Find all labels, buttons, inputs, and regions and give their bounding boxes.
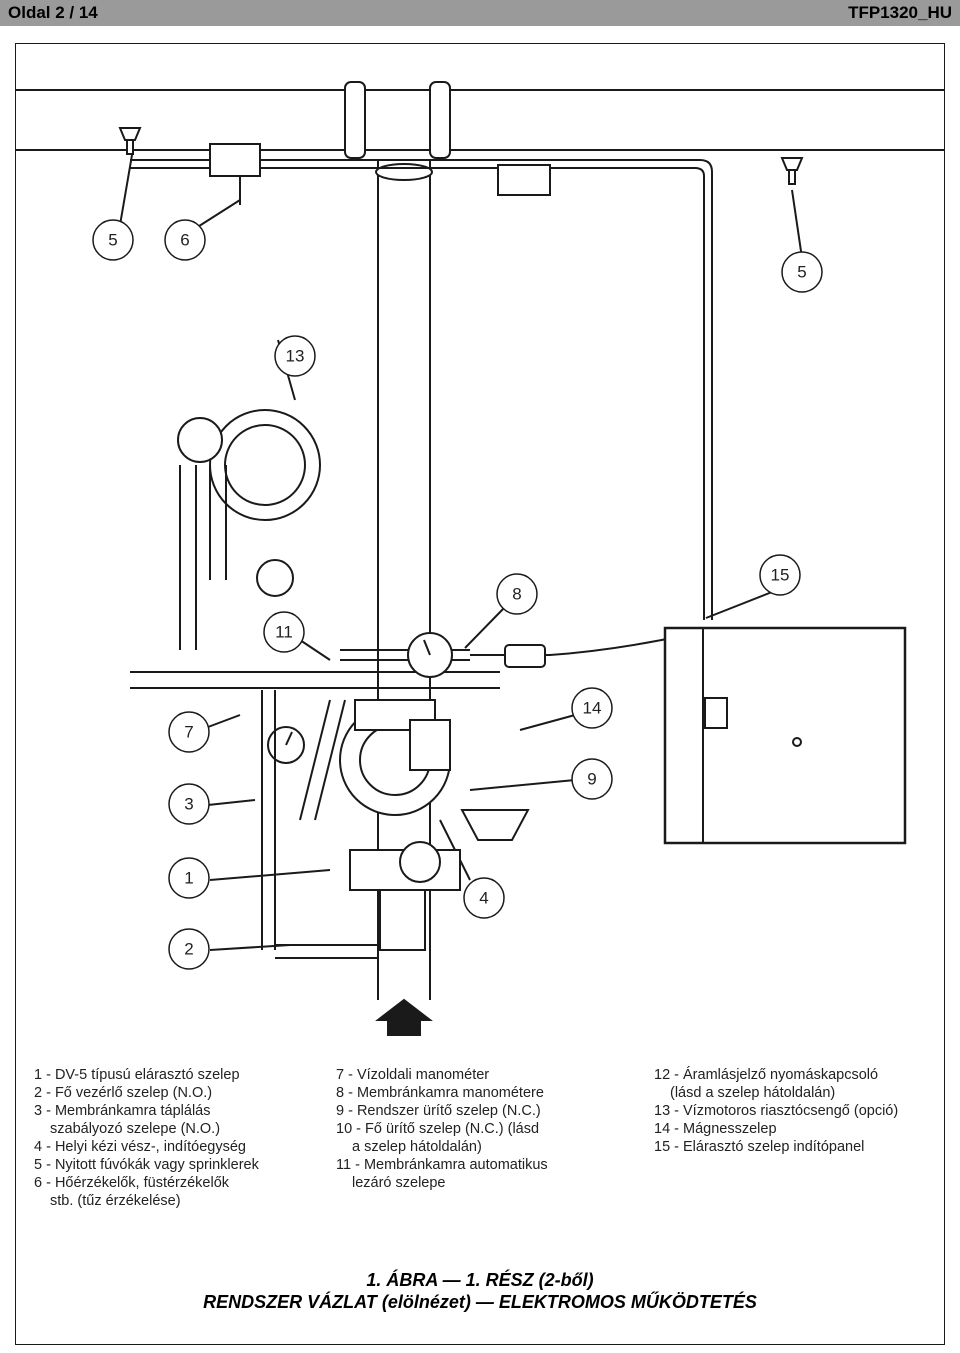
legend-item: 10 - Fő ürítő szelep (N.C.) (lásd [336, 1121, 540, 1137]
callout-8 [496, 573, 538, 615]
page-number: Oldal 2 / 14 [8, 3, 98, 22]
overhead-pipe [15, 89, 945, 151]
pipe-coupling-left [344, 81, 366, 159]
callout-9-label: 9 [587, 770, 596, 789]
callout-1 [168, 857, 210, 899]
callout-8-label: 8 [512, 585, 521, 604]
callout-6 [164, 219, 206, 261]
sprinkler-head-left [118, 127, 142, 141]
solenoid-valve [504, 644, 546, 668]
legend-item: stb. (tűz érzékelése) [50, 1193, 181, 1209]
system-diagram: 5 6 5 13 8 15 11 7 14 3 9 1 4 2 [15, 81, 945, 1036]
detector-line [130, 159, 713, 620]
legend-item: 9 - Rendszer ürítő szelep (N.C.) [336, 1103, 541, 1119]
callout-1-label: 1 [184, 869, 193, 888]
callout-11 [263, 611, 305, 653]
figure-caption-subtitle: RENDSZER VÁZLAT (elölnézet) — ELEKTROMOS… [203, 1292, 757, 1312]
legend-item: 12 - Áramlásjelző nyomáskapcsoló [654, 1067, 879, 1083]
legend-item: 4 - Helyi kézi vész-, indítóegység [34, 1139, 246, 1155]
release-panel [663, 626, 907, 845]
callout-2 [168, 928, 210, 970]
callout-14-label: 14 [583, 699, 602, 718]
legend-item: 7 - Vízoldali manométer [336, 1067, 490, 1083]
legend-item: a szelep hátoldalán) [352, 1139, 482, 1155]
callout-9 [571, 758, 613, 800]
legend-item: 11 - Membránkamra automatikus [336, 1157, 548, 1173]
legend-item: 14 - Mágnesszelep [654, 1121, 777, 1137]
legend-item: 2 - Fő vezérlő szelep (N.O.) [34, 1085, 213, 1101]
legend-item: 13 - Vízmotoros riasztócsengő (opció) [654, 1103, 899, 1119]
callout-15 [759, 554, 801, 596]
legend-item: szabályozó szelepe (N.O.) [50, 1121, 221, 1137]
callout-3 [168, 783, 210, 825]
figure-frame [15, 43, 945, 1345]
callout-11-label: 11 [275, 623, 293, 642]
legend-item: 15 - Elárasztó szelep indítópanel [654, 1139, 865, 1155]
junction-box-left [209, 143, 261, 177]
callout-7-label: 7 [184, 723, 193, 742]
callout-13-label: 13 [286, 347, 305, 366]
legend-item: 5 - Nyitott fúvókák vagy sprinklerek [34, 1157, 259, 1173]
legend-column-1: 1 - DV-5 típusú elárasztó szelep 2 - Fő … [34, 1066, 259, 1210]
legend-item: lezáró szelepe [352, 1175, 446, 1191]
legend-item: 1 - DV-5 típusú elárasztó szelep [34, 1067, 240, 1083]
drain-cup [460, 809, 530, 841]
legend-item: 3 - Membránkamra táplálás [34, 1103, 211, 1119]
figure-caption-title: 1. ÁBRA — 1. RÉSZ (2-ből) [366, 1270, 594, 1290]
callout-14 [571, 687, 613, 729]
callout-3-label: 3 [184, 795, 193, 814]
legend-column-3: 12 - Áramlásjelző nyomáskapcsoló (lásd a… [654, 1066, 898, 1156]
callout-5-right-label: 5 [797, 263, 806, 282]
sprinkler-head-right [780, 157, 804, 171]
callout-4 [463, 877, 505, 919]
legend-item: 8 - Membránkamra manométere [336, 1085, 544, 1101]
legend-column-2: 7 - Vízoldali manométer 8 - Membránkamra… [336, 1066, 548, 1192]
callout-4-label: 4 [479, 889, 488, 908]
page-header: Oldal 2 / 14 TFP1320_HU [0, 0, 960, 26]
legend-item: 6 - Hőérzékelők, füstérzékelők [34, 1175, 230, 1191]
callout-6-label: 6 [180, 231, 189, 250]
junction-box-right [497, 164, 551, 196]
callout-5-left-label: 5 [108, 231, 117, 250]
callout-2-label: 2 [184, 940, 193, 959]
callout-15-label: 15 [771, 566, 790, 585]
document-code: TFP1320_HU [848, 3, 952, 22]
callout-5-left [92, 219, 134, 261]
pipe-coupling-right [429, 81, 451, 159]
callout-13 [274, 335, 316, 377]
legend-item: (lásd a szelep hátoldalán) [670, 1085, 836, 1101]
flow-direction-arrow [375, 998, 433, 1036]
callout-7 [168, 711, 210, 753]
callout-5-right [781, 251, 823, 293]
